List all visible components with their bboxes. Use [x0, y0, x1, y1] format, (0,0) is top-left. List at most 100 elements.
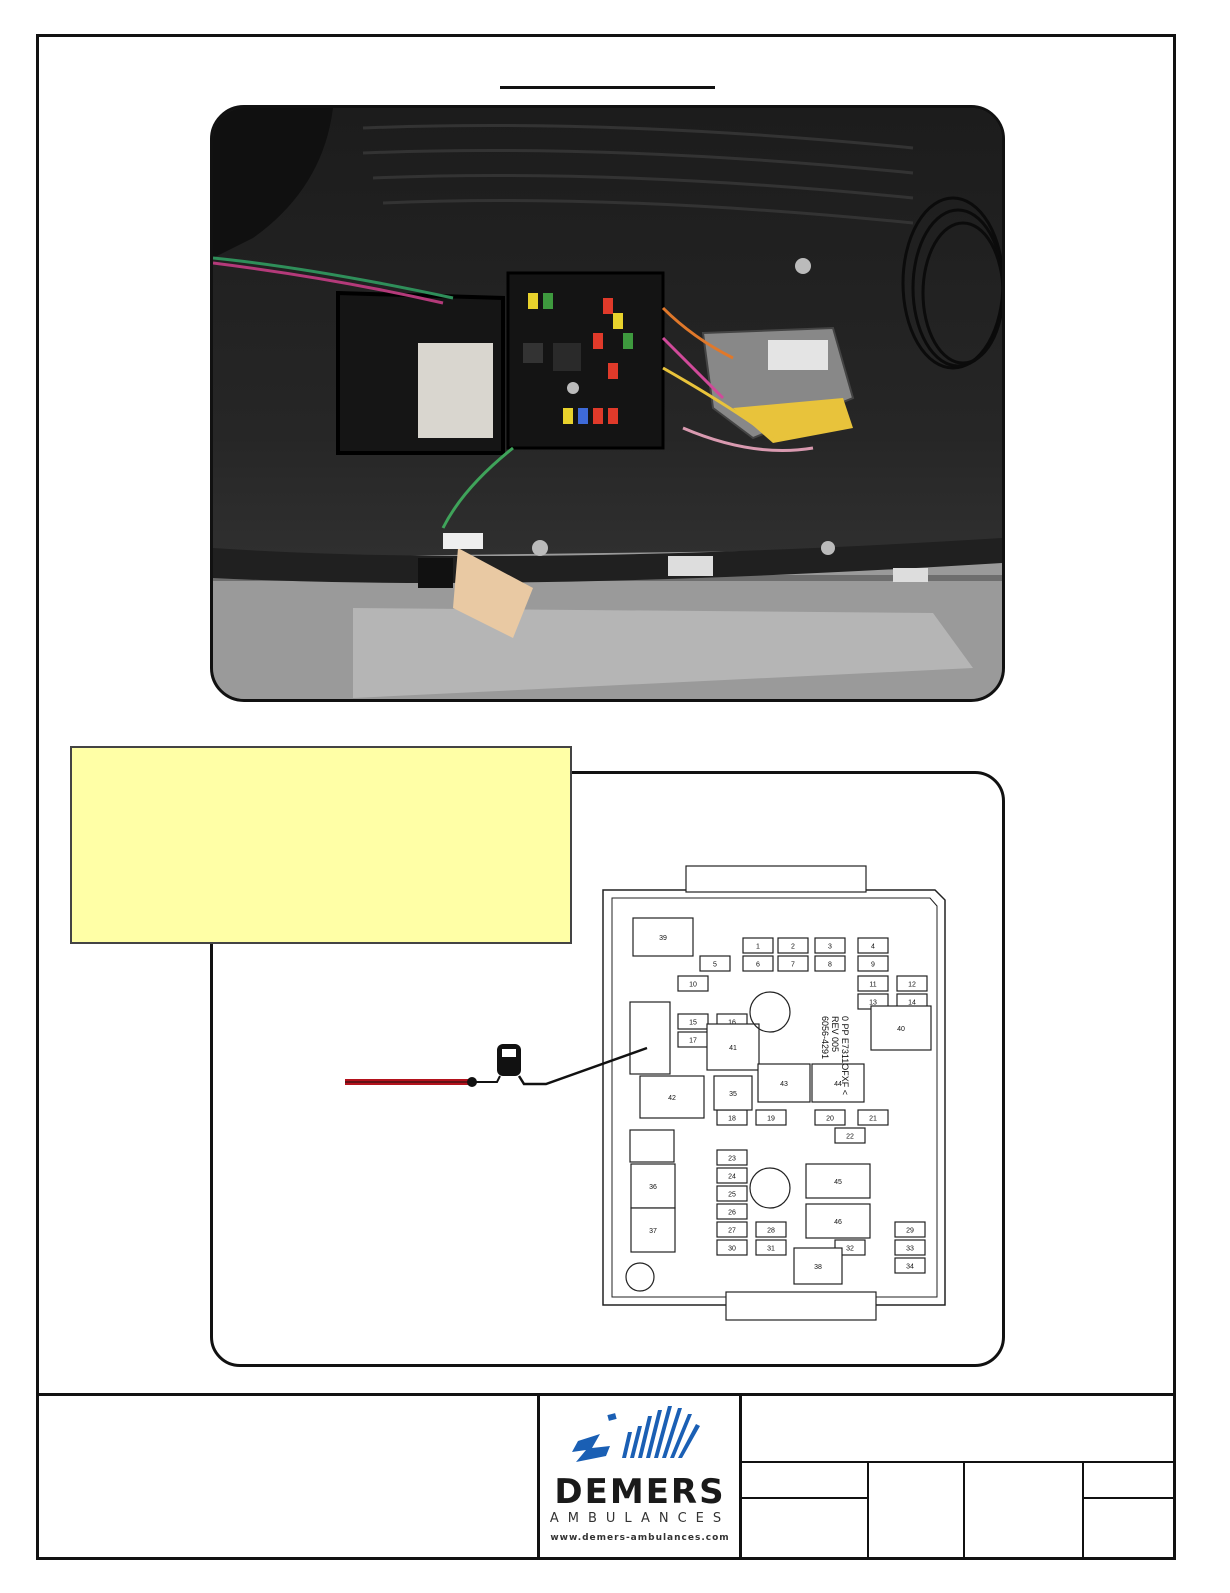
fuse-number-label: 25 — [728, 1191, 736, 1198]
title-block-row-2 — [739, 1497, 869, 1499]
stud-circle — [749, 1167, 791, 1209]
relay-slot — [793, 1247, 843, 1285]
fuse-number-label: 20 — [826, 1115, 834, 1122]
fuse-slot — [857, 1109, 889, 1126]
logo-brand-text: DEMERS — [554, 1472, 726, 1512]
fuse-slot — [896, 975, 928, 992]
fuse-slot — [716, 1167, 748, 1184]
relay-slot — [630, 1207, 676, 1253]
relay-slot — [713, 1075, 753, 1111]
housing-inner — [611, 897, 938, 1298]
relay-number-label: 45 — [834, 1179, 842, 1186]
fuse-number-label: 17 — [689, 1037, 697, 1044]
fuse-slot — [716, 1221, 748, 1238]
relay-number-label: 46 — [834, 1219, 842, 1226]
fuse-number-label: 5 — [713, 961, 717, 968]
relay-number-label: 38 — [814, 1264, 822, 1271]
fuse-slot — [742, 955, 774, 972]
stud-circle — [749, 991, 791, 1033]
fuse-slot — [742, 937, 774, 954]
fuse-number-label: 13 — [869, 999, 877, 1006]
wire-to-fuse — [472, 1075, 501, 1083]
inline-fuse-cap — [502, 1049, 516, 1057]
fuse-slot — [677, 1013, 709, 1030]
relay-number-label: 36 — [649, 1184, 657, 1191]
top-latch — [685, 865, 867, 893]
part-number-label: 0 PP E7311OFXF < — [840, 1016, 850, 1095]
relay-number-label: 41 — [729, 1045, 737, 1052]
title-block — [36, 1393, 1176, 1560]
title-underline — [500, 86, 715, 89]
fuse-holder-left-lower — [629, 1129, 675, 1163]
fuse-number-label: 32 — [846, 1245, 854, 1252]
fuse-number-label: 3 — [828, 943, 832, 950]
fuse-number-label: 14 — [908, 999, 916, 1006]
fuse-slot — [894, 1221, 926, 1238]
relay-number-label: 35 — [729, 1091, 737, 1098]
fuse-number-label: 21 — [869, 1115, 877, 1122]
fuse-slot — [677, 975, 709, 992]
fuse-slot — [814, 937, 846, 954]
relay-number-label: 40 — [897, 1026, 905, 1033]
fuse-slot — [814, 1109, 846, 1126]
fuse-number-label: 34 — [906, 1263, 914, 1270]
fuse-holder-left — [629, 1001, 671, 1075]
relay-number-label: 37 — [649, 1228, 657, 1235]
fuse-slot — [755, 1239, 787, 1256]
fuse-number-label: 30 — [728, 1245, 736, 1252]
fuse-slot — [834, 1127, 866, 1144]
fuse-slot — [699, 955, 731, 972]
relay-slot — [805, 1203, 871, 1239]
fuse-slot — [894, 1257, 926, 1274]
fuse-slot — [857, 955, 889, 972]
fuse-number-label: 26 — [728, 1209, 736, 1216]
fuse-number-label: 11 — [869, 981, 876, 988]
logo-website-text: www.demers-ambulances.com — [550, 1533, 730, 1543]
fuse-slot — [777, 937, 809, 954]
title-block-divider-1 — [537, 1393, 540, 1560]
fuse-slot — [814, 955, 846, 972]
mount-hole — [625, 1262, 655, 1292]
fuse-number-label: 15 — [689, 1019, 697, 1026]
wire-to-fuse-block — [517, 1046, 648, 1086]
title-block-row-3 — [1082, 1497, 1176, 1499]
fuse-number-label: 24 — [728, 1173, 736, 1180]
fuse-number-label: 29 — [906, 1227, 914, 1234]
fuse-number-label: 31 — [767, 1245, 775, 1252]
fuse-number-label: 6 — [756, 961, 760, 968]
fuse-number-label: 33 — [906, 1245, 914, 1252]
fuse-slot — [716, 1185, 748, 1202]
fuse-number-label: 1 — [756, 943, 760, 950]
relay-slot — [757, 1063, 811, 1103]
fuse-slot — [716, 1239, 748, 1256]
fuse-slot — [857, 975, 889, 992]
fuse-number-label: 23 — [728, 1155, 736, 1162]
relay-number-label: 39 — [659, 935, 667, 942]
relay-slot — [805, 1163, 871, 1199]
fuse-number-label: 27 — [728, 1227, 736, 1234]
fuse-number-label: 9 — [871, 961, 875, 968]
fuse-slot — [716, 1203, 748, 1220]
fuse-number-label: 22 — [846, 1133, 854, 1140]
title-block-divider-4 — [963, 1461, 965, 1560]
fuse-number-label: 8 — [828, 961, 832, 968]
demers-logo-mark — [572, 1406, 700, 1462]
fuse-number-label: 28 — [767, 1227, 775, 1234]
housing-outline — [602, 889, 946, 1306]
fuse-number-label: 4 — [871, 943, 875, 950]
relay-number-label: 43 — [780, 1081, 788, 1088]
fuse-slot — [716, 1149, 748, 1166]
relay-slot — [811, 1063, 865, 1103]
fuse-number-label: 19 — [767, 1115, 775, 1122]
demers-logo — [540, 1396, 740, 1560]
relay-number-label: 44 — [834, 1081, 842, 1088]
relay-slot — [630, 1163, 676, 1209]
fuse-number-label: 12 — [908, 981, 916, 988]
fuse-slot — [777, 955, 809, 972]
fuse-number-label: 16 — [728, 1019, 736, 1026]
fuse-number-label: 2 — [791, 943, 795, 950]
inline-fuse-holder — [497, 1044, 521, 1076]
relay-slot — [870, 1005, 932, 1051]
fuse-number-label: 7 — [791, 961, 795, 968]
